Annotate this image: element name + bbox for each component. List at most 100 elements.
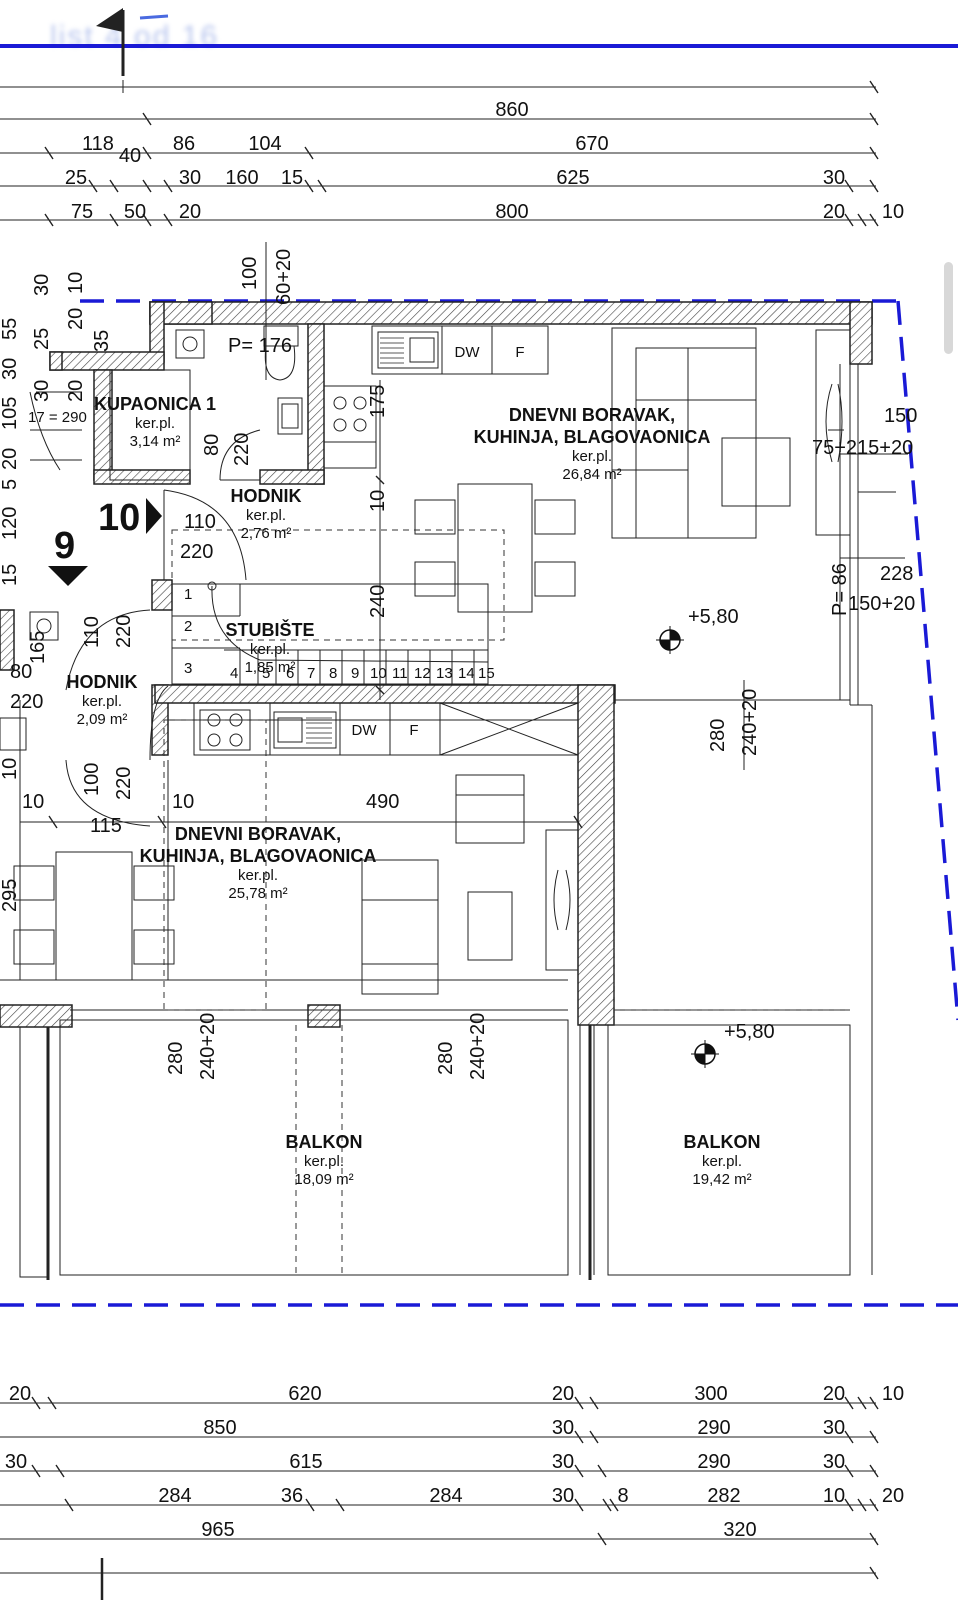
svg-text:240+20: 240+20 [739, 689, 761, 756]
svg-text:KUHINJA, BLAGOVAONICA: KUHINJA, BLAGOVAONICA [474, 427, 711, 447]
dim-top-20a: 20 [179, 201, 201, 223]
walls [0, 301, 873, 1028]
dim-top-30a: 30 [179, 167, 201, 189]
svg-text:10: 10 [370, 665, 387, 682]
svg-text:ker.pl.: ker.pl. [246, 507, 286, 524]
room-hodnik-top: HODNIK ker.pl. 2,76 m² [231, 486, 302, 542]
svg-text:20: 20 [65, 380, 87, 402]
room-balkon-right: BALKON ker.pl. 19,42 m² [684, 1132, 761, 1188]
svg-text:120: 120 [0, 507, 21, 540]
svg-text:8: 8 [329, 665, 337, 682]
svg-text:240+20: 240+20 [197, 1013, 219, 1080]
svg-text:13: 13 [436, 665, 453, 682]
svg-text:280: 280 [435, 1042, 457, 1075]
svg-text:ker.pl.: ker.pl. [572, 448, 612, 465]
bottom-dimension-values: 20 620 20 300 20 10 850 30 290 30 30 615… [5, 1383, 904, 1541]
svg-text:150: 150 [884, 405, 917, 427]
balcony-posts [46, 1025, 592, 1280]
svg-text:4: 4 [230, 665, 238, 682]
top-dimension-lines [0, 80, 876, 221]
svg-text:9: 9 [351, 665, 359, 682]
room-kupaonica: KUPAONICA 1 ker.pl. 3,14 m² [94, 394, 216, 450]
room-hodnik-left: HODNIK ker.pl. 2,09 m² [67, 672, 138, 728]
stair-numbers: 1 2 3 4 5 6 7 8 9 10 11 12 13 14 15 [184, 586, 495, 682]
svg-text:30: 30 [31, 274, 53, 296]
stairs [29, 391, 489, 685]
flag-icon [96, 8, 169, 76]
dim-bot-20b: 20 [552, 1383, 574, 1405]
svg-text:110: 110 [81, 616, 103, 648]
svg-text:105: 105 [0, 397, 21, 430]
svg-text:490: 490 [366, 791, 399, 813]
dim-bot-30b: 30 [823, 1417, 845, 1439]
scrollbar-thumb[interactable] [944, 262, 953, 354]
dim-bot-10b: 10 [823, 1485, 845, 1507]
left-stub-details [0, 611, 59, 751]
svg-text:3,14 m²: 3,14 m² [130, 433, 181, 450]
dim-bot-850: 850 [203, 1417, 236, 1439]
header-rule [0, 44, 958, 48]
dim-top-118: 118 [82, 133, 114, 155]
svg-text:11: 11 [392, 665, 408, 682]
dim-bot-36: 36 [281, 1485, 303, 1507]
svg-text:P= 176: P= 176 [228, 335, 292, 357]
dim-bot-282: 282 [707, 1485, 740, 1507]
top-dimension-values: 860 118 40 86 104 670 25 30 160 15 625 3… [65, 99, 904, 223]
svg-text:240: 240 [367, 585, 389, 618]
appliance-dw-top: DW [455, 344, 481, 361]
dim-bot-290a: 290 [697, 1417, 730, 1439]
dim-bot-20d: 20 [882, 1485, 904, 1507]
svg-text:10: 10 [367, 490, 389, 512]
svg-text:10: 10 [172, 791, 194, 813]
svg-text:1: 1 [184, 586, 192, 603]
dim-bot-8: 8 [617, 1485, 628, 1507]
dim-top-75: 75 [71, 201, 93, 223]
svg-text:3: 3 [184, 660, 192, 677]
bathroom-fixtures [175, 325, 303, 481]
svg-text:5: 5 [0, 479, 21, 490]
svg-text:ker.pl.: ker.pl. [135, 415, 175, 432]
right-window [839, 364, 896, 700]
dim-bot-30f: 30 [552, 1485, 574, 1507]
svg-text:15: 15 [0, 564, 21, 586]
svg-text:+5,80: +5,80 [724, 1021, 775, 1043]
svg-text:20: 20 [65, 308, 87, 330]
dim-bot-620: 620 [288, 1383, 321, 1405]
interior-dimension-lines [20, 242, 908, 823]
svg-text:10: 10 [98, 497, 140, 539]
svg-text:26,84 m²: 26,84 m² [562, 466, 621, 483]
svg-text:2: 2 [184, 618, 192, 635]
svg-text:19,42 m²: 19,42 m² [692, 1171, 751, 1188]
dim-top-50: 50 [124, 201, 146, 223]
svg-text:DNEVNI BORAVAK,: DNEVNI BORAVAK, [509, 405, 675, 425]
room-stubiste: STUBIŠTE ker.pl. 1,85 m² [225, 619, 314, 676]
section-mark-9: 9 [48, 525, 88, 586]
svg-text:HODNIK: HODNIK [231, 486, 302, 506]
dim-bot-30c: 30 [5, 1451, 27, 1473]
svg-text:220: 220 [10, 691, 43, 713]
svg-text:5: 5 [262, 665, 270, 682]
dim-top-670: 670 [575, 133, 608, 155]
svg-text:STUBIŠTE: STUBIŠTE [225, 619, 314, 640]
dim-top-25: 25 [65, 167, 87, 189]
svg-text:+5,80: +5,80 [688, 606, 739, 628]
svg-text:240+20: 240+20 [467, 1013, 489, 1080]
svg-text:2,76 m²: 2,76 m² [241, 525, 292, 542]
svg-text:100: 100 [239, 257, 261, 290]
svg-text:1,85 m²: 1,85 m² [245, 659, 296, 676]
svg-text:295: 295 [0, 879, 21, 912]
dim-bot-290b: 290 [697, 1451, 730, 1473]
kitchen-top [323, 325, 549, 469]
svg-text:20: 20 [0, 448, 21, 470]
dim-top-20b: 20 [823, 201, 845, 223]
svg-text:P= 86: P= 86 [829, 563, 851, 616]
svg-text:220: 220 [231, 433, 253, 466]
door-swings [65, 489, 247, 827]
furniture-top [414, 327, 851, 613]
furniture-bottom [13, 774, 579, 995]
dim-bot-965: 965 [201, 1519, 234, 1541]
svg-text:228: 228 [880, 563, 913, 585]
dim-top-625: 625 [556, 167, 589, 189]
